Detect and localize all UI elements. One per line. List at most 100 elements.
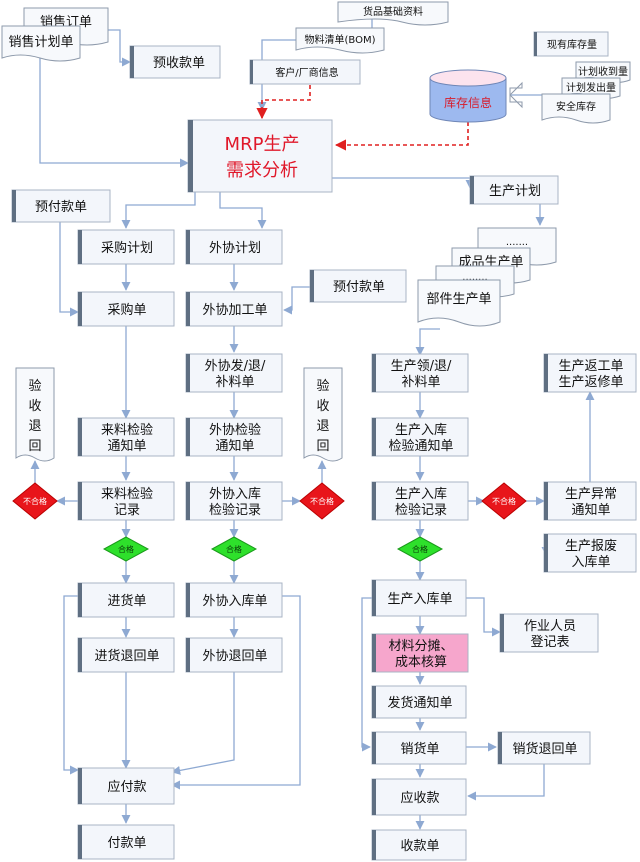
outsource-issue-line2: 补料单 <box>215 375 254 390</box>
purchase-plan-label: 采购计划 <box>101 240 153 256</box>
prod-record-line1: 生产入库 <box>395 486 447 502</box>
outsource-issue-line1: 外协发/退/ <box>205 358 266 374</box>
outsource-plan-box[interactable]: 外协计划 <box>185 229 283 265</box>
customer-vendor-label: 客户/厂商信息 <box>275 66 338 79</box>
reject-left-char2: 收 <box>28 399 41 414</box>
reject-mid-doc[interactable]: 验 收 退 回 <box>303 367 343 462</box>
production-plan-label: 生产计划 <box>489 184 541 199</box>
outsource-plan-label: 外协计划 <box>209 241 261 256</box>
cost-line1: 材料分摊、 <box>388 639 453 654</box>
outsource-record-line2: 检验记录 <box>209 502 261 518</box>
fail-mid-label: 不合格 <box>310 496 334 506</box>
fail-decision-left[interactable]: 不合格 <box>12 482 58 520</box>
safety-stock-doc[interactable]: 安全库存 <box>541 93 611 124</box>
payable-box[interactable]: 应付款 <box>77 767 175 805</box>
rework-box[interactable]: 生产返工单 生产返修单 <box>543 353 637 393</box>
sales-doc-label: 销货单 <box>400 741 439 757</box>
outsource-notice-line2: 通知单 <box>215 438 254 454</box>
abnormal-box[interactable]: 生产异常 通知单 <box>543 481 637 521</box>
pass-decision-right[interactable]: 合格 <box>396 536 444 562</box>
scrap-box[interactable]: 生产报废 入库单 <box>543 533 637 573</box>
dots-2: ........ <box>462 272 487 283</box>
reject-mid-char1: 验 <box>316 378 329 394</box>
bom-doc[interactable]: 物料清单(BOM) <box>295 27 385 54</box>
mrp-title-line2: 需求分析 <box>226 160 298 181</box>
goods-return-box[interactable]: 进货退回单 <box>77 637 175 673</box>
pass-decision-left[interactable]: 合格 <box>102 536 150 562</box>
inventory-database[interactable]: 库存信息 <box>429 69 507 123</box>
advance-receipt-box[interactable]: 预收款单 <box>129 45 221 79</box>
prod-record-box[interactable]: 生产入库 检验记录 <box>371 481 469 521</box>
prod-notice-line2: 检验通知单 <box>388 438 453 454</box>
mrp-analysis-box[interactable]: MRP生产 需求分析 <box>187 119 333 193</box>
purchase-order-box[interactable]: 采购单 <box>77 291 175 327</box>
purchase-plan-box[interactable]: 采购计划 <box>77 229 175 265</box>
fail-decision-right[interactable]: 不合格 <box>481 482 527 520</box>
cost-accounting-box[interactable]: 材料分摊、 成本核算 <box>371 633 469 673</box>
collection-box[interactable]: 收款单 <box>371 829 467 861</box>
sales-return-box[interactable]: 销货退回单 <box>497 731 591 765</box>
outsource-order-box[interactable]: 外协加工单 <box>185 291 283 327</box>
fail-left-label: 不合格 <box>23 496 47 506</box>
prepay-left-box[interactable]: 预付款单 <box>11 189 111 223</box>
reject-mid-char4: 回 <box>316 439 329 454</box>
basic-goods-doc[interactable]: 货品基础资料 <box>337 1 449 26</box>
planned-receipt-doc[interactable]: 计划收到量 <box>575 61 631 83</box>
planned-issue-doc[interactable]: 计划发出量 <box>561 77 621 99</box>
outsource-return-box[interactable]: 外协退回单 <box>185 637 283 673</box>
incoming-notice-line2: 通知单 <box>107 438 146 454</box>
worker-box[interactable]: 作业人员 登记表 <box>499 613 599 653</box>
sales-plan-label: 销售计划单 <box>8 34 73 50</box>
goods-receipt-label: 进货单 <box>107 593 146 609</box>
sales-doc-box[interactable]: 销货单 <box>371 731 467 765</box>
pass-mid-label: 合格 <box>226 544 242 554</box>
collection-label: 收款单 <box>400 839 439 854</box>
outsource-order-label: 外协加工单 <box>202 303 267 318</box>
cost-line2: 成本核算 <box>395 655 447 670</box>
pass-right-label: 合格 <box>412 544 428 554</box>
incoming-notice-box[interactable]: 来料检验 通知单 <box>77 417 175 457</box>
payment-label: 付款单 <box>107 836 146 851</box>
mrp-title-line1: MRP生产 <box>225 134 300 155</box>
worker-line1: 作业人员 <box>524 619 576 634</box>
customer-vendor-box[interactable]: 客户/厂商信息 <box>249 59 361 85</box>
sales-plan-doc[interactable]: 销售计划单 <box>1 25 81 62</box>
production-doc-stack[interactable]: ....... 成品生产单 ........ 部件生产单 <box>417 227 557 327</box>
planned-issue-label: 计划发出量 <box>566 81 616 94</box>
goods-receipt-box[interactable]: 进货单 <box>77 582 175 618</box>
goods-return-label: 进货退回单 <box>94 648 159 664</box>
basic-goods-label: 货品基础资料 <box>363 5 423 18</box>
reject-mid-char3: 退 <box>316 419 329 434</box>
payment-box[interactable]: 付款单 <box>77 824 175 860</box>
outsource-record-line1: 外协入库 <box>209 486 261 502</box>
prepay-right-label: 预付款单 <box>333 280 385 295</box>
prod-notice-line1: 生产入库 <box>395 422 447 438</box>
payable-label: 应付款 <box>107 779 146 795</box>
outsource-issue-box[interactable]: 外协发/退/ 补料单 <box>185 353 283 393</box>
advance-receipt-label: 预收款单 <box>153 56 205 71</box>
fail-right-label: 不合格 <box>492 496 516 506</box>
prepay-right-box[interactable]: 预付款单 <box>309 269 407 303</box>
outsource-notice-box[interactable]: 外协检验 通知单 <box>185 417 283 457</box>
prod-receipt-box[interactable]: 生产入库单 <box>371 579 467 617</box>
receivable-box[interactable]: 应收款 <box>371 778 467 816</box>
ship-notice-box[interactable]: 发货通知单 <box>371 685 467 719</box>
incoming-record-line1: 来料检验 <box>101 486 153 502</box>
current-stock-box[interactable]: 现有库存量 <box>533 31 609 57</box>
fail-decision-mid[interactable]: 不合格 <box>299 482 345 520</box>
pass-left-label: 合格 <box>118 544 134 554</box>
reject-left-doc[interactable]: 验 收 退 回 <box>15 367 55 462</box>
outsource-record-box[interactable]: 外协入库 检验记录 <box>185 481 283 521</box>
production-plan-box[interactable]: 生产计划 <box>469 175 559 205</box>
rework-line2: 生产返修单 <box>558 375 623 390</box>
pass-decision-mid[interactable]: 合格 <box>210 536 258 562</box>
scrap-line2: 入库单 <box>571 554 610 570</box>
outsource-receipt-box[interactable]: 外协入库单 <box>185 582 283 618</box>
prod-notice-box[interactable]: 生产入库 检验通知单 <box>371 417 469 457</box>
prod-issue-box[interactable]: 生产领/退/ 补料单 <box>371 353 469 393</box>
inventory-info-label: 库存信息 <box>444 95 492 110</box>
incoming-record-box[interactable]: 来料检验 记录 <box>77 481 175 521</box>
prod-receipt-label: 生产入库单 <box>387 591 452 607</box>
prod-issue-line1: 生产领/退/ <box>391 359 452 374</box>
